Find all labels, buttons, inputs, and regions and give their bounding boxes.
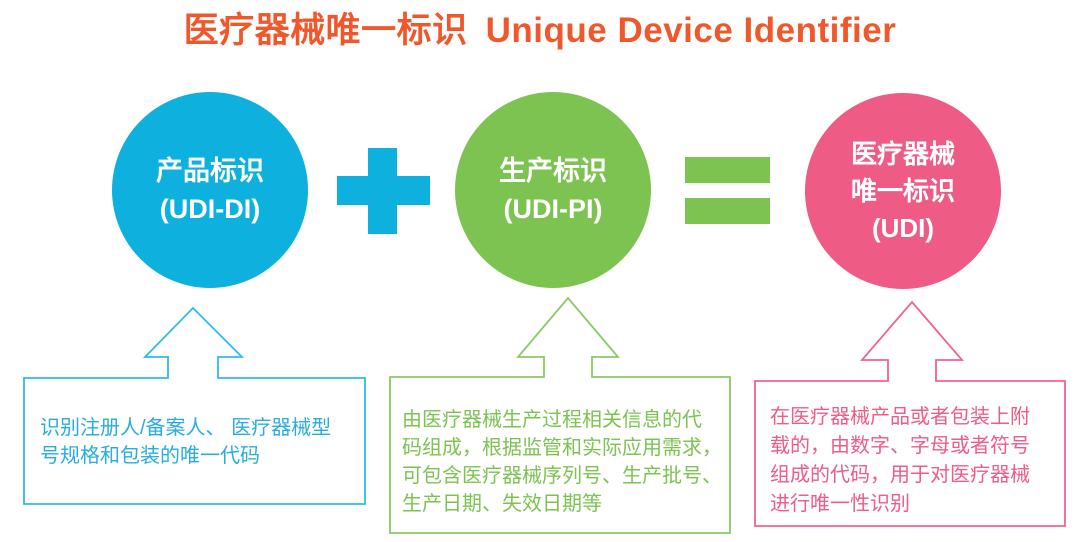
udi-callout-outline (754, 300, 1066, 527)
circle-product-identifier-label: 产品标识 (156, 156, 264, 186)
circle-udi-code: (UDI) (871, 212, 935, 243)
note-line: 进行唯一性识别 (770, 493, 910, 515)
udi-pi-note: 由医疗器械生产过程相关信息的代 码组成，根据监管和实际应用需求， 可包含医疗器械… (402, 406, 722, 518)
note-line: 码组成，根据监管和实际应用需求， (402, 437, 722, 459)
page-title-chinese: 医疗器械唯一标识 (183, 11, 468, 50)
note-line: 载的，由数字、字母或者符号 (770, 435, 1030, 457)
circle-udi-label-line2: 唯一标识 (850, 175, 955, 206)
note-line: 在医疗器械产品或者包装上附 (770, 406, 1030, 428)
circle-production-identifier-label: 生产标识 (499, 156, 607, 186)
udi-note: 在医疗器械产品或者包装上附 载的，由数字、字母或者符号 组成的代码，用于对医疗器… (770, 403, 1030, 519)
note-line: 号规格和包装的唯一代码 (40, 445, 260, 467)
note-line: 组成的代码，用于对医疗器械 (770, 464, 1030, 486)
udi-di-note: 识别注册人/备案人、 医疗器械型 号规格和包装的唯一代码 (40, 414, 331, 470)
circle-unique-device-identifier: 医疗器械 唯一标识 (UDI) (805, 93, 1001, 289)
note-line: 识别注册人/备案人、 医疗器械型 (40, 417, 332, 439)
udi-pi-callout-outline (389, 296, 731, 534)
page-title: 医疗器械唯一标识 Unique Device Identifier (0, 2, 1080, 53)
equals-icon (685, 198, 770, 224)
plus-icon (368, 148, 397, 234)
note-line: 生产日期、失效日期等 (402, 493, 602, 515)
circle-udi-label-line1: 医疗器械 (850, 138, 955, 169)
page-title-english: Unique Device Identifier (485, 11, 897, 50)
circle-production-identifier: 生产标识 (UDI-PI) (455, 92, 651, 288)
circle-product-identifier-code: (UDI-DI) (159, 194, 261, 224)
note-line: 由医疗器械生产过程相关信息的代 (402, 409, 702, 431)
circle-product-identifier: 产品标识 (UDI-DI) (112, 92, 308, 288)
equals-icon (685, 157, 770, 183)
circle-production-identifier-code: (UDI-PI) (503, 194, 603, 224)
udi-di-callout-outline (23, 306, 366, 505)
note-line: 可包含医疗器械序列号、生产批号、 (402, 465, 722, 487)
